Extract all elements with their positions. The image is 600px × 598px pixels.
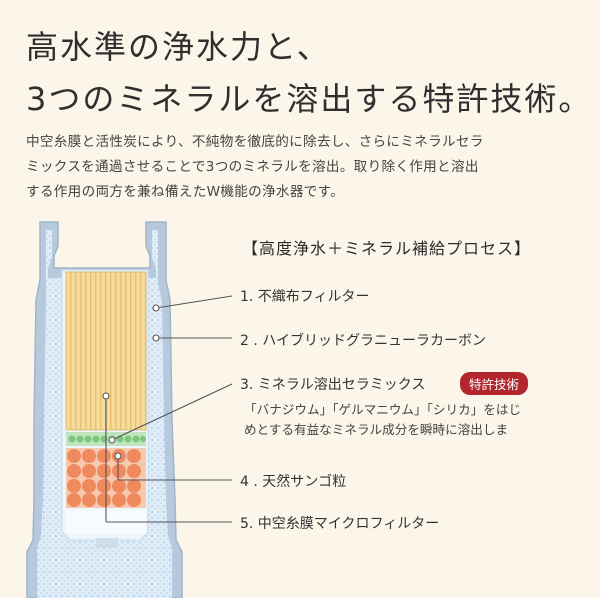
label-hybrid-carbon: 2 . ハイブリッドグラニューラカーボン — [238, 330, 488, 350]
mineral-description: 「バナジウム」「ゲルマニウム」「シリカ」をはじ めとする有益なミネラル成分を瞬時… — [244, 400, 521, 440]
label-nonwoven-filter: 1. 不織布フィルター — [238, 286, 372, 306]
process-title: 【高度浄水＋ミネラル補給プロセス】 — [242, 239, 532, 258]
filter-cross-section-diagram — [26, 221, 233, 598]
description-line: 中空糸膜と活性炭により、不純物を徹底的に除去し、さらにミネラルセラ — [26, 134, 484, 150]
patent-badge: 特許技術 — [460, 372, 529, 395]
housing-base — [96, 538, 118, 548]
label-hollow-fiber-filter: 5. 中空糸膜マイクロフィルター — [238, 513, 442, 533]
headline-line-1: 高水準の浄水力と、 — [26, 28, 331, 66]
label-mineral-ceramics: 3. ミネラル溶出セラミックス — [238, 374, 428, 394]
mineral-description-line: 「バナジウム」「ゲルマニウム」「シリカ」をはじ — [244, 402, 522, 417]
headline-line-2: 3つのミネラルを溶出する特許技術。 — [26, 80, 593, 118]
label-coral-granules: 4 . 天然サンゴ粒 — [238, 471, 349, 491]
description-paragraph: 中空糸膜と活性炭により、不純物を徹底的に除去し、さらにミネラルセラ ミックスを通… — [26, 130, 586, 205]
mineral-description-line: めとする有益なミネラル成分を瞬時に溶出しま — [244, 422, 509, 437]
description-line: する作用の両方を兼ね備えたW機能の浄水器です。 — [26, 184, 345, 200]
leader-lines — [102, 295, 233, 523]
description-line: ミックスを通過させることで3つのミネラルを溶出。取り除く作用と溶出 — [26, 159, 479, 175]
